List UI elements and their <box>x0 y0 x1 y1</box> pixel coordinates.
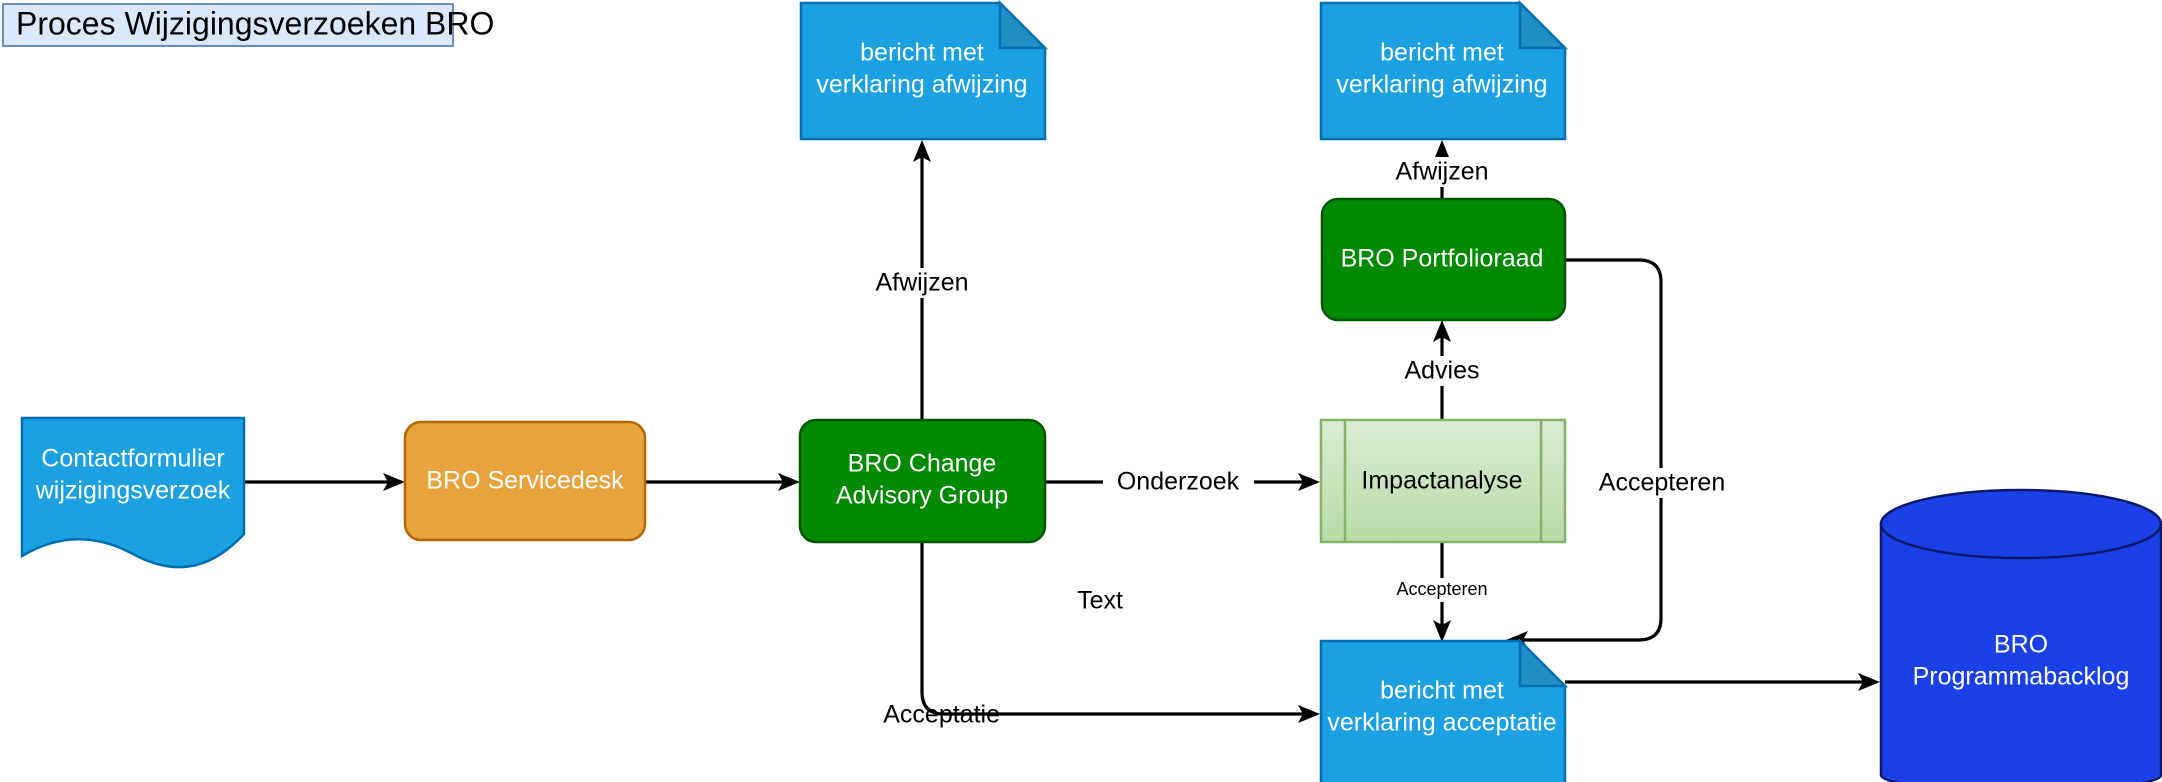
edge-label-text: Text <box>1077 587 1123 615</box>
bro-servicedesk-box[interactable]: BRO Servicedesk <box>403 420 647 542</box>
bericht-verklaring-afwijzing-note-right[interactable]: bericht met verklaring afwijzing <box>1319 0 1569 141</box>
edge-label-afwijzen-right: Afwijzen <box>1375 157 1509 187</box>
programmabacklog-body <box>1879 522 2162 782</box>
bro-portfolioraad-shape <box>1320 197 1567 322</box>
cag-label-line2: Advisory Group <box>836 482 1008 510</box>
advies-label-text: Advies <box>1404 357 1479 385</box>
cag-label-line1: BRO Change <box>848 450 997 478</box>
afwijzing-right-label-line2: verklaring afwijzing <box>1336 71 1547 99</box>
accepteren-down-label-backdrop <box>1389 578 1496 602</box>
afwijzing-note-left-fold <box>998 0 1049 50</box>
edge-contactformulier-to-servicedesk <box>245 473 405 491</box>
afwijzing-note-right-body <box>1319 1 1567 141</box>
free-text-label: Text <box>1077 587 1123 615</box>
contactformulier-shape <box>20 416 246 569</box>
afwijzen-left-label-backdrop <box>855 268 989 298</box>
impactanalyse-shape <box>1319 418 1567 544</box>
diagram-title-box: Proces Wijzigingsverzoeken BRO <box>2 3 494 47</box>
onderzoek-label-text: Onderzoek <box>1117 468 1240 496</box>
bericht-verklaring-acceptatie-note[interactable]: bericht met verklaring acceptatie <box>1319 637 1569 782</box>
contactformulier-document[interactable]: Contactformulier wijzigingsverzoek <box>20 416 246 569</box>
bro-change-advisory-group-shape <box>798 418 1047 544</box>
contactformulier-label-line1: Contactformulier <box>41 445 224 473</box>
bro-portfolioraad-box[interactable]: BRO Portfolioraad <box>1320 197 1567 322</box>
afwijzen-right-label-text: Afwijzen <box>1395 158 1488 186</box>
accepteren-down-label-text: Accepteren <box>1396 579 1487 599</box>
advies-label-backdrop <box>1387 356 1497 386</box>
edge-label-acceptatie: Acceptatie <box>883 701 1000 729</box>
bro-change-advisory-group-box[interactable]: BRO Change Advisory Group <box>798 418 1047 544</box>
edge-label-advies: Advies <box>1387 356 1497 386</box>
afwijzing-right-label-line1: bericht met <box>1380 39 1504 67</box>
edge-label-accepteren-right: Accepteren <box>1588 468 1736 498</box>
afwijzing-note-right-fold <box>1518 0 1569 50</box>
afwijzen-right-label-backdrop <box>1375 157 1509 187</box>
edge-servicedesk-to-cag <box>645 473 800 491</box>
acceptatie-note-body <box>1319 639 1567 782</box>
afwijzing-left-label-line1: bericht met <box>860 39 984 67</box>
impactanalyse-process[interactable]: Impactanalyse <box>1319 418 1567 544</box>
onderzoek-label-backdrop <box>1103 467 1254 497</box>
programmabacklog-label-line2: Programmabacklog <box>1913 663 2130 691</box>
bericht-verklaring-afwijzing-note-left[interactable]: bericht met verklaring afwijzing <box>799 0 1049 141</box>
bro-servicedesk-label: BRO Servicedesk <box>426 467 624 495</box>
bro-portfolioraad-label: BRO Portfolioraad <box>1341 245 1544 273</box>
programmabacklog-label-line1: BRO <box>1994 631 2048 659</box>
edge-label-onderzoek: Onderzoek <box>1103 467 1254 497</box>
accepteren-right-label-backdrop <box>1588 468 1736 498</box>
accepteren-right-label-text: Accepteren <box>1599 469 1725 497</box>
page-title: Proces Wijzigingsverzoeken BRO <box>16 5 494 41</box>
acceptatie-note-fold <box>1518 637 1569 688</box>
edge-cag-to-acceptatie-note <box>920 542 1320 723</box>
afwijzing-note-left-body <box>799 1 1047 141</box>
bro-servicedesk-shape <box>403 420 647 542</box>
edge-label-accepteren-down: Accepteren <box>1389 578 1496 602</box>
acceptatie-label-line2: verklaring acceptatie <box>1327 709 1556 737</box>
edge-label-afwijzen-left: Afwijzen <box>855 268 989 298</box>
edge-acceptatie-note-to-programmabacklog <box>1565 673 1880 691</box>
afwijzing-left-label-line2: verklaring afwijzing <box>816 71 1027 99</box>
bro-programmabacklog-cylinder[interactable]: BRO Programmabacklog <box>1879 488 2162 782</box>
acceptatie-label-line1: bericht met <box>1380 677 1504 705</box>
contactformulier-label-line2: wijzigingsverzoek <box>35 477 231 505</box>
programmabacklog-top <box>1879 488 2162 560</box>
afwijzen-left-label-text: Afwijzen <box>875 269 968 297</box>
acceptatie-label-text: Acceptatie <box>883 701 1000 729</box>
impactanalyse-label: Impactanalyse <box>1361 467 1522 495</box>
